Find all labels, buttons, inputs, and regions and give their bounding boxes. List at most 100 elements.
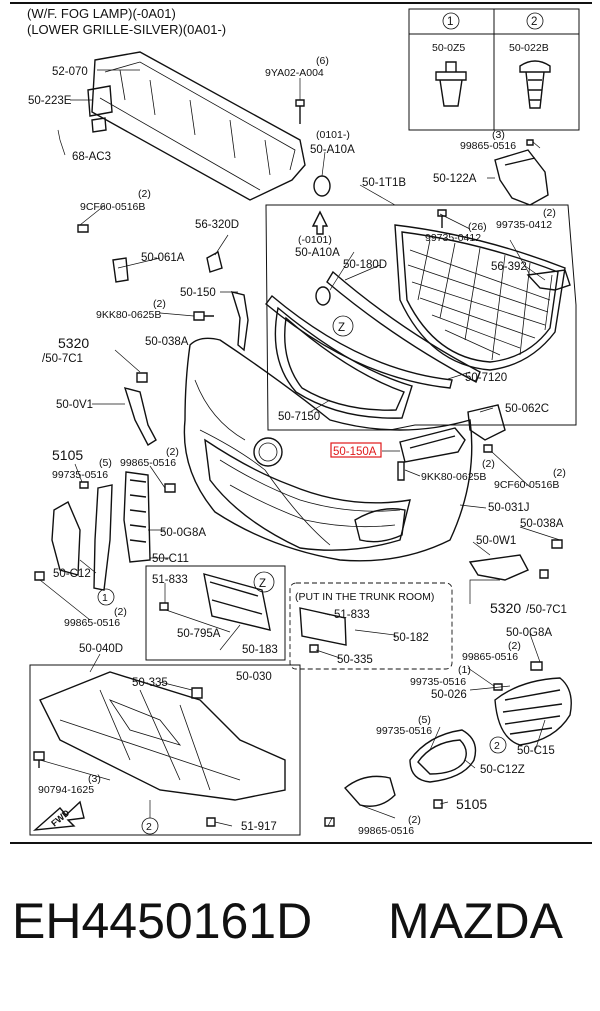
label-99865-c: 99865-0516 bbox=[64, 617, 120, 629]
grille-50-0g8a-right bbox=[494, 677, 572, 746]
bracket-50-122a bbox=[494, 149, 549, 206]
clip-51-917 bbox=[206, 817, 216, 827]
header-line-1: (W/F. FOG LAMP)(-0A01) bbox=[27, 6, 176, 21]
label-50-031j: 50-031J bbox=[488, 502, 530, 514]
screw-51-833 bbox=[159, 602, 169, 611]
label-50-7120: 50-7120 bbox=[465, 372, 507, 384]
fog-bezel-50-c12z bbox=[409, 729, 477, 783]
bracket-56-392 bbox=[526, 269, 571, 291]
label-9cf60-a: 9CF60-0516B bbox=[80, 201, 145, 213]
clip-5320-right bbox=[539, 569, 549, 579]
bumper-reinforcement bbox=[87, 51, 306, 201]
label-9kk80-a: 9KK80-0625B bbox=[96, 309, 161, 321]
part-number: EH4450161D bbox=[12, 893, 313, 949]
bolt-99865-bottom bbox=[324, 817, 335, 827]
undercover-box bbox=[29, 664, 301, 836]
label-9kk80-qty-b: (2) bbox=[482, 458, 495, 470]
fwd-label: FWD bbox=[49, 807, 72, 828]
fwd-arrow bbox=[32, 800, 85, 831]
molding-50-7120 bbox=[265, 294, 453, 389]
label-9cf60-qty-a: (2) bbox=[138, 188, 151, 200]
label-50-7c1-a: /50-7C1 bbox=[42, 353, 83, 365]
label-50-0w1: 50-0W1 bbox=[476, 535, 516, 547]
label-51-833-a: 51-833 bbox=[152, 574, 188, 586]
label-50-150a: 50-150A bbox=[333, 446, 377, 458]
label-qty5b: (5) bbox=[418, 714, 431, 726]
detail-z-circle-2 bbox=[253, 571, 275, 593]
clip-ref-label-2a: 2 bbox=[146, 821, 152, 833]
label-5105-a: 5105 bbox=[52, 447, 83, 463]
parts-diagram: (W/F. FOG LAMP)(-0A01) (LOWER GRILLE-SIL… bbox=[10, 2, 592, 844]
bolt-99865-left bbox=[164, 483, 176, 493]
screw-99735-right bbox=[493, 683, 503, 691]
label-50-c12z: 50-C12Z bbox=[480, 764, 525, 776]
header-line-2: (LOWER GRILLE-SILVER)(0A01-) bbox=[27, 22, 226, 37]
label-99865-b: 99865-0516 bbox=[120, 457, 176, 469]
label-68-ac3: 68-AC3 bbox=[72, 151, 111, 163]
label-50-c15: 50-C15 bbox=[517, 745, 555, 757]
label-9kk80-qty-a: (2) bbox=[153, 298, 166, 310]
label-50-223e: 50-223E bbox=[28, 95, 72, 107]
clip-ref-label-2b: 2 bbox=[494, 740, 500, 752]
bracket-50-062c bbox=[467, 404, 506, 441]
clip-ref-circle-1 bbox=[97, 588, 115, 606]
bolt-9cf60-right bbox=[483, 444, 493, 453]
label-50-0g8a-a: 50-0G8A bbox=[160, 527, 206, 539]
bolt-99865-upper bbox=[526, 139, 534, 146]
label-9kk80-b: 9KK80-0625B bbox=[421, 471, 486, 483]
bracket-9cf60 bbox=[77, 224, 89, 233]
leader-lines bbox=[39, 69, 561, 827]
fog-bezel-left bbox=[93, 484, 113, 591]
screw-99735-grille bbox=[437, 209, 447, 228]
bolt-9kk80-lower bbox=[397, 461, 405, 481]
label-50-182: 50-182 bbox=[393, 632, 429, 644]
bolt-50-038a bbox=[136, 372, 148, 383]
label-26: (26) bbox=[468, 221, 487, 233]
clip-56-320d bbox=[206, 250, 223, 273]
label-99735-0516-c: 99735-0516 bbox=[376, 725, 432, 737]
cap-50-a10a-lower bbox=[315, 286, 331, 306]
undercover-50-040d bbox=[39, 671, 286, 801]
label-90794: 90794-1625 bbox=[38, 784, 94, 796]
label-99865-d: 99865-0516 bbox=[462, 651, 518, 663]
brand-name: MAZDA bbox=[388, 893, 563, 949]
support-50-150a bbox=[399, 427, 466, 463]
detail-z-label-1: Z bbox=[338, 322, 345, 334]
rivet-clip-icon bbox=[519, 60, 551, 109]
molding-50-180d bbox=[326, 270, 481, 383]
label-99865-qty-b: (2) bbox=[166, 446, 179, 458]
clip-50-061a bbox=[112, 257, 129, 283]
fog-cover-50-c12 bbox=[51, 501, 81, 576]
legend-code-1: 50-0Z5 bbox=[432, 42, 465, 54]
label-qty5: (5) bbox=[99, 457, 112, 469]
label-99865-e: 99865-0516 bbox=[358, 825, 414, 837]
bolt-9ya02 bbox=[295, 99, 305, 124]
push-clip-icon bbox=[435, 61, 467, 107]
label-52-070: 52-070 bbox=[52, 66, 88, 78]
label-51-833-b: 51-833 bbox=[334, 609, 370, 621]
label-50-335-a: 50-335 bbox=[132, 677, 168, 689]
label-50-335-b: 50-335 bbox=[337, 654, 373, 666]
label-9ya02-qty: (6) bbox=[316, 55, 329, 67]
bumper-fascia-50-031j bbox=[183, 337, 473, 562]
license-bracket-50-183 bbox=[203, 573, 271, 631]
label-99865-a: 99865-0516 bbox=[460, 140, 516, 152]
label-50-038a-b: 50-038A bbox=[520, 518, 564, 530]
clip-50-335-undercover bbox=[191, 687, 203, 699]
bracket-50-0v1 bbox=[123, 386, 157, 446]
label-50-7150: 50-7150 bbox=[278, 411, 320, 423]
fog-cover-right bbox=[343, 775, 396, 807]
label-99735-0516-b: 99735-0516 bbox=[410, 676, 466, 688]
label-50-026: 50-026 bbox=[431, 689, 467, 701]
cap-50-a10a-upper bbox=[313, 175, 331, 197]
label-50-183: 50-183 bbox=[242, 644, 278, 656]
label-50-122a: 50-122A bbox=[433, 173, 477, 185]
label-5320-a: 5320 bbox=[58, 335, 89, 351]
clip-ref-circle-2b bbox=[489, 736, 507, 754]
label-99865-qty-a: (3) bbox=[492, 129, 505, 141]
screw-99735-left bbox=[79, 481, 89, 489]
label-99735-qty-b: (2) bbox=[543, 207, 556, 219]
highlight-box bbox=[330, 442, 382, 458]
label-50-062c: 50-062C bbox=[505, 403, 549, 415]
grille-50-0g8a-left bbox=[123, 471, 151, 563]
